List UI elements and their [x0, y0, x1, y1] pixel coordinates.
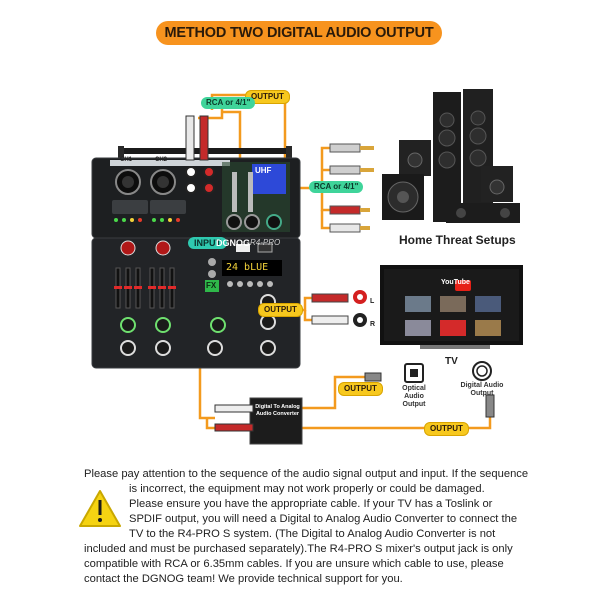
notice-line-2: is incorrect, the equipment may not work…: [129, 483, 485, 495]
tv-label: TV: [445, 356, 458, 367]
converter-illustration: [214, 397, 303, 445]
optical-port-caption: Optical Audio Output: [402, 385, 426, 408]
converter-label: Digital To Analog Audio Converter: [255, 404, 300, 418]
mixer-ch1-label: CH1: [120, 157, 133, 163]
input-tag: INPUT: [188, 237, 227, 249]
rca-jacks-lr: [311, 290, 367, 327]
mixer-display-text: 24 bLUE: [226, 262, 269, 273]
jack-right-label: R: [370, 321, 376, 328]
notice-line-7: compatible with RCA or 6.35mm cables. If…: [84, 558, 504, 570]
digital-port-caption: Digital Audio Output: [460, 382, 504, 397]
mixer-fx-button[interactable]: FX: [206, 281, 217, 290]
warning-icon: [79, 490, 121, 527]
notice-line-6: included and must be purchased separatel…: [84, 543, 513, 555]
speakers-caption: Home Threat Setups: [399, 233, 516, 247]
cable-plugs-right: [329, 143, 374, 233]
notice-line-4: SPDIF output, you will need a Digital to…: [129, 513, 518, 525]
mixer-model: R4-PRO: [250, 238, 281, 247]
tv-illustration: [380, 265, 523, 349]
cable-converter-optical: [300, 375, 380, 410]
notice-line-3: Please ensure you have the appropriate c…: [129, 498, 493, 510]
output-tag-converter: OUTPUT: [338, 382, 383, 396]
notice-line-1: Please pay attention to the sequence of …: [84, 468, 529, 480]
tv-port-icons: [364, 361, 495, 418]
youtube-logo: YouTube: [441, 279, 470, 286]
rca-tag-top: RCA or 4/1": [201, 97, 256, 109]
title-banner: METHOD TWO DIGITAL AUDIO OUTPUT: [156, 21, 442, 45]
output-tag-bottom: OUTPUT: [424, 422, 469, 436]
converter-label-line2: Audio Converter: [255, 411, 300, 417]
converter-label-line1: Digital To Analog: [255, 404, 300, 410]
rca-tag-right: RCA or 4/1": [309, 181, 364, 193]
output-tag-mid: OUTPUT: [258, 303, 303, 317]
notice-line-8: contact the DGNOG team! We provide techn…: [84, 573, 403, 585]
notice-line-5: TV to the R4-PRO S system. (The Digital …: [129, 528, 496, 540]
speakers-illustration: [382, 89, 520, 223]
jack-left-label: L: [370, 298, 375, 305]
mixer-brand: DGNOG: [216, 238, 251, 248]
mixer-ch2-label: CH2: [155, 157, 168, 163]
mixer-wireless-display: UHF: [255, 166, 272, 175]
